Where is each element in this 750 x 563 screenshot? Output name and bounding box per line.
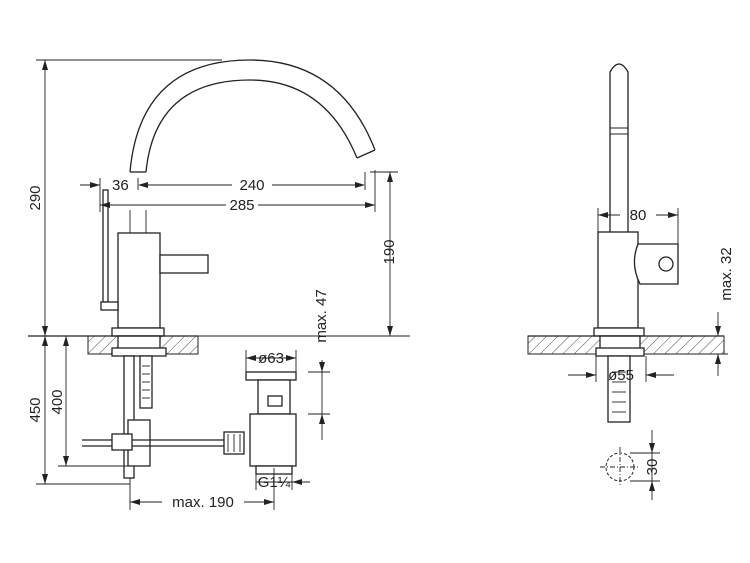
dim-max-190: max. 190 [172,494,234,511]
pop-up-waste [223,371,297,475]
front-dimensions: 80 max. 32 ø55 30 [568,207,735,500]
dim-30: 30 [644,459,661,476]
dim-80: 80 [630,207,647,224]
faucet-body [117,232,161,329]
side-dimensions: 290 450 400 36 240 285 [27,59,410,511]
dim-max-32: max. 32 [718,247,735,300]
dim-400: 400 [49,389,66,414]
dim-36: 36 [112,177,129,194]
lever-handle [159,254,209,274]
dim-290: 290 [27,185,44,210]
spout-outer [129,59,376,173]
dim-190: 190 [381,239,398,264]
dim-max-47: max. 47 [313,289,330,342]
dim-285: 285 [229,197,254,214]
front-view [527,63,725,423]
dim-240: 240 [239,177,264,194]
spout-inner [145,79,358,173]
dim-dia-63: ø63 [258,350,284,367]
side-view [28,59,376,479]
front-body [597,231,639,329]
dim-450: 450 [27,397,44,422]
dim-dia-55: ø55 [608,367,634,384]
